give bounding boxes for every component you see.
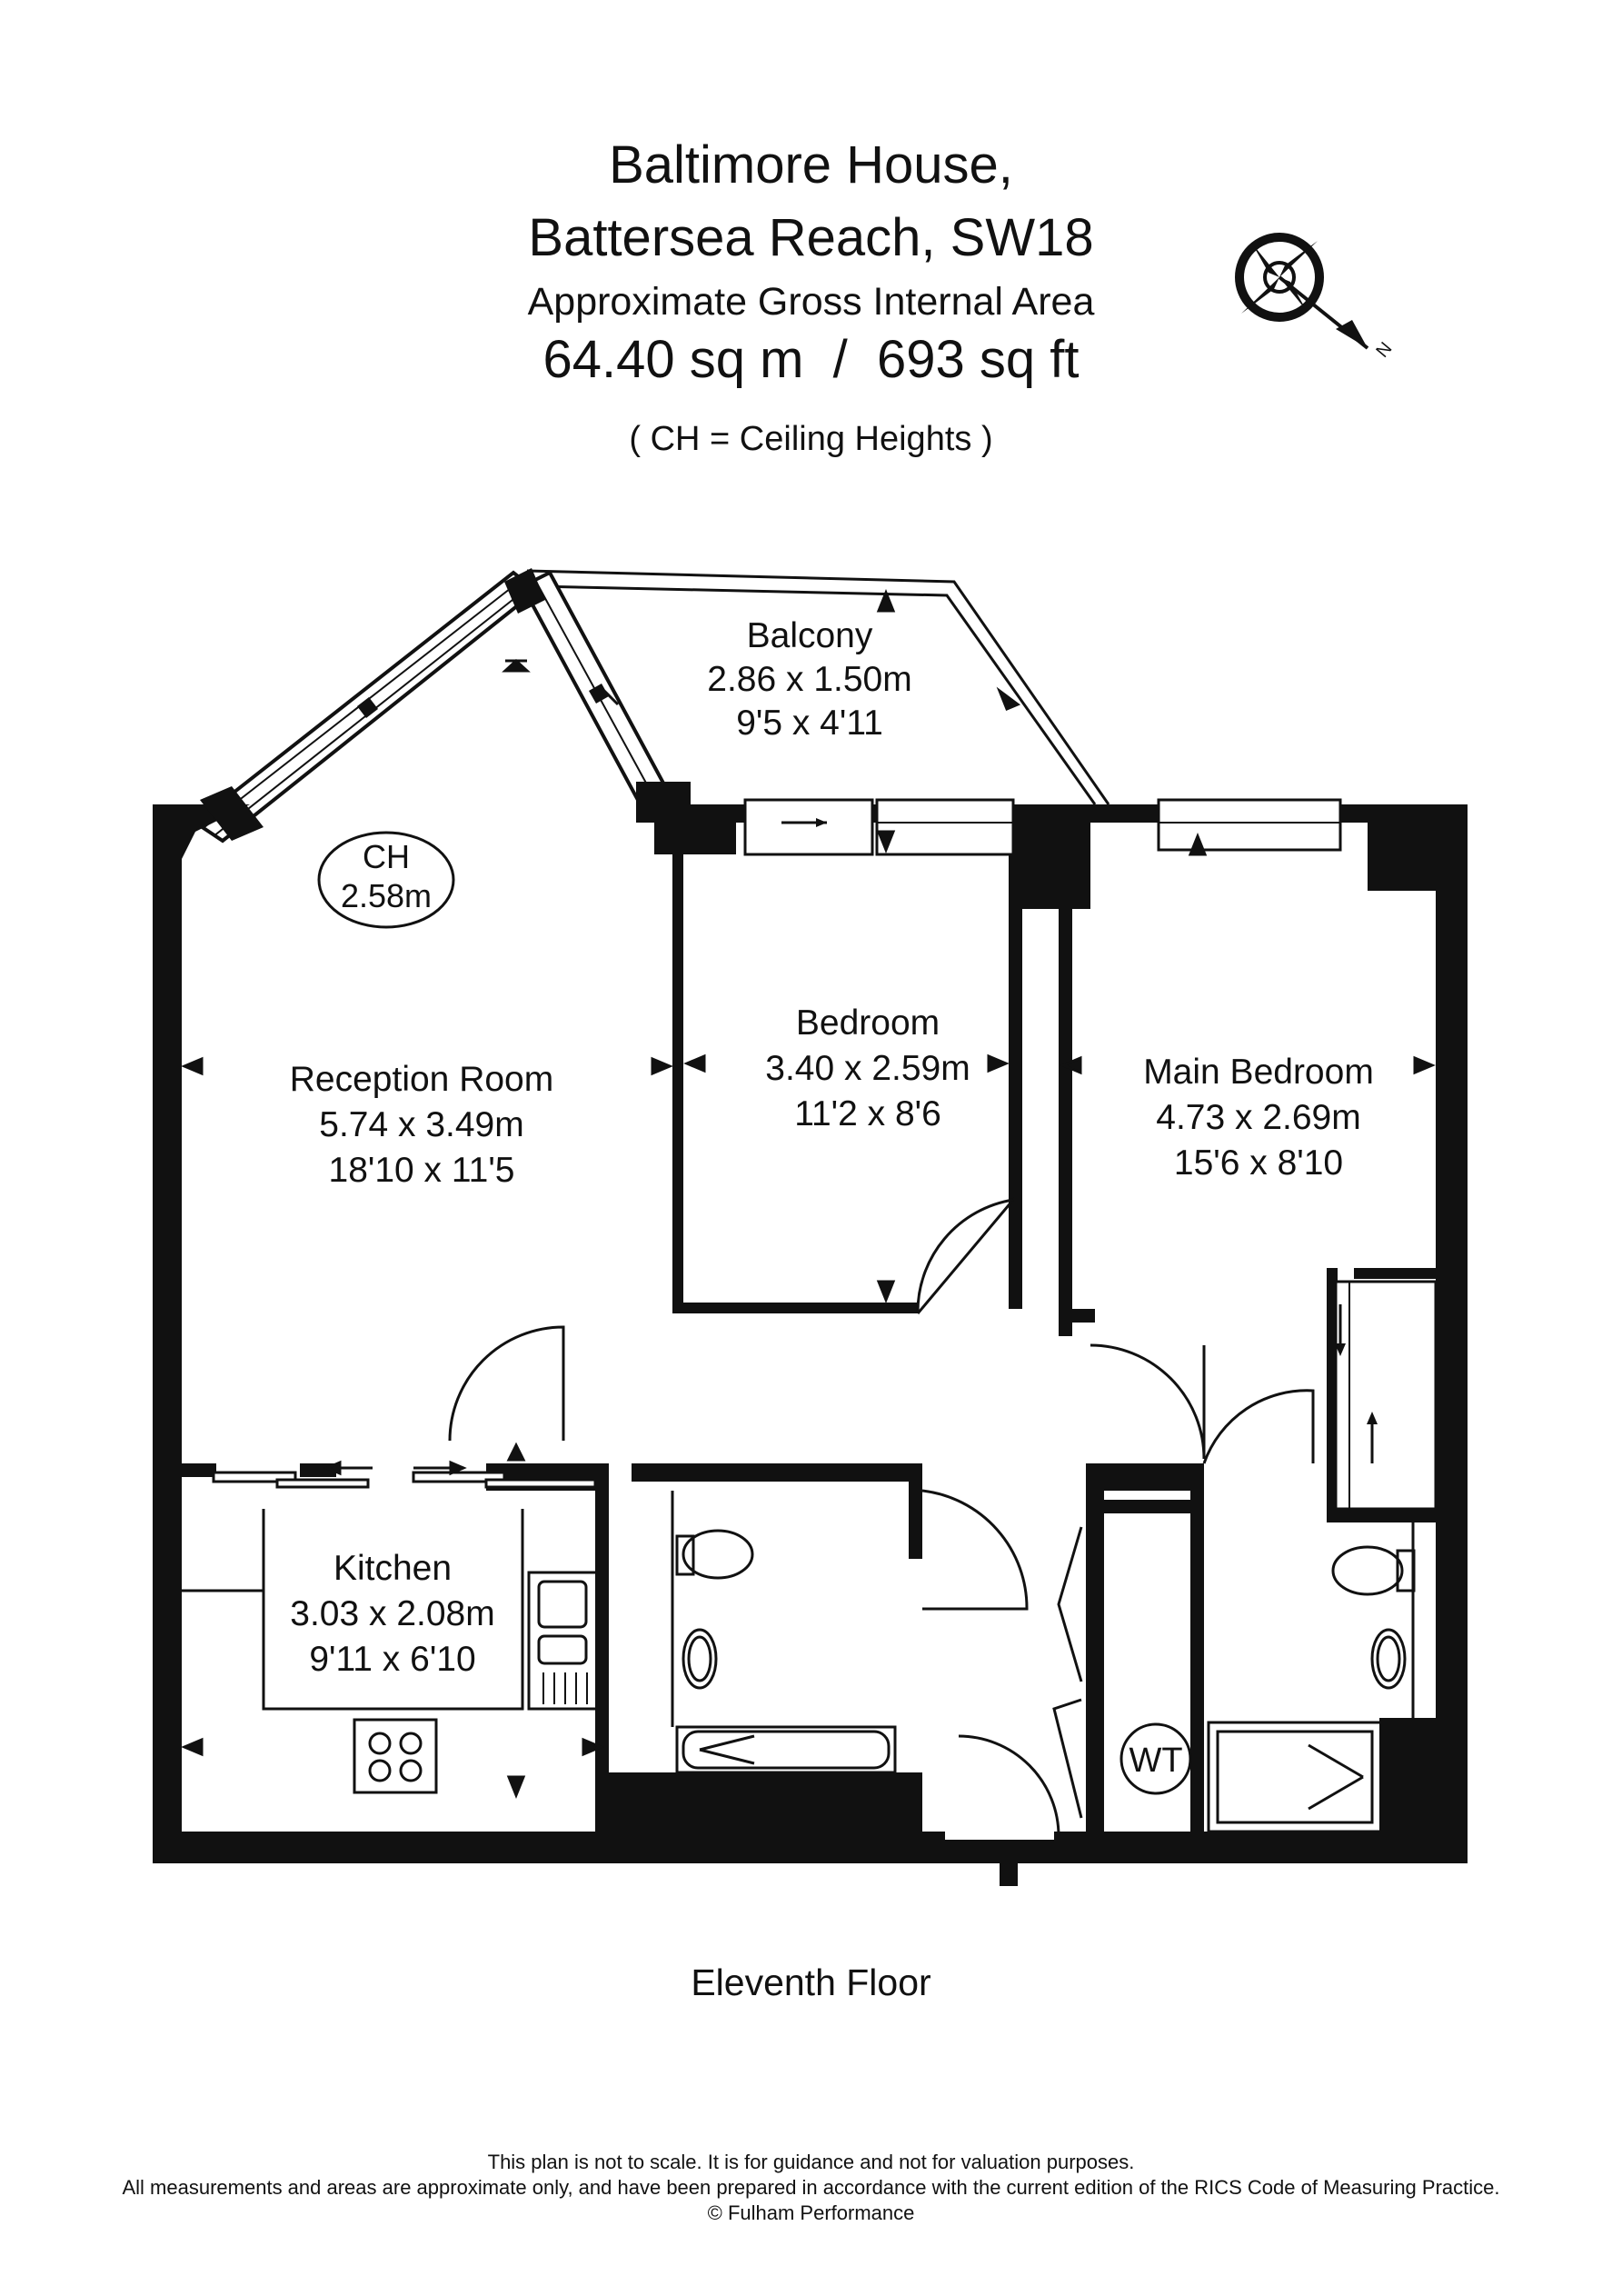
area-value: 64.40 sq m / 693 sq ft (542, 330, 1080, 389)
sink-drainer (542, 1672, 588, 1704)
copyright: © Fulham Performance (707, 2201, 915, 2224)
disclaimer-line-2: All measurements and areas are approxima… (122, 2176, 1500, 2199)
svg-text:11'2 x 8'6: 11'2 x 8'6 (794, 1094, 941, 1133)
svg-text:Balcony: Balcony (747, 616, 873, 655)
slide-arrows (323, 1460, 467, 1476)
svg-text:9'11 x 6'10: 9'11 x 6'10 (309, 1640, 475, 1679)
property-location: Battersea Reach, SW18 (528, 208, 1094, 267)
water-tank-icon (1119, 1722, 1192, 1795)
bay-window (192, 570, 675, 844)
compass-icon: N (1235, 233, 1396, 362)
water-tank-label: WT (1129, 1742, 1182, 1780)
exterior-walls (153, 568, 1468, 1863)
balcony-outline (526, 569, 1110, 805)
floor-name: Eleventh Floor (691, 1962, 931, 2003)
interior-walls (153, 854, 1436, 1836)
ceiling-height-badge (317, 831, 455, 929)
ceiling-height-note: ( CH = Ceiling Heights ) (629, 420, 993, 458)
entrance-door (945, 1829, 1054, 1840)
bathroom-fittings (671, 1491, 897, 1774)
svg-text:Main Bedroom: Main Bedroom (1143, 1053, 1374, 1092)
svg-text:18'10 x 11'5: 18'10 x 11'5 (329, 1151, 515, 1190)
property-name: Baltimore House, (609, 135, 1013, 195)
sliding-doors (212, 1471, 597, 1489)
main-bedroom-label: Main Bedroom 4.73 x 2.69m 15'6 x 8'10 (1143, 1053, 1374, 1183)
wardrobe (1334, 1280, 1438, 1511)
svg-text:5.74 x 3.49m: 5.74 x 3.49m (319, 1105, 523, 1144)
svg-text:Reception Room: Reception Room (290, 1060, 553, 1099)
ensuite-fittings (1207, 1522, 1416, 1833)
dimension-arrows (181, 588, 1436, 1800)
compass-letter: N (1372, 339, 1396, 362)
svg-text:9'5 x 4'11: 9'5 x 4'11 (736, 704, 883, 743)
svg-text:Bedroom: Bedroom (796, 1003, 940, 1043)
balcony-label: Balcony 2.86 x 1.50m 9'5 x 4'11 (707, 616, 911, 743)
top-windows (743, 798, 1342, 856)
ceiling-height-value: 2.58m (341, 877, 432, 914)
svg-text:Kitchen: Kitchen (333, 1549, 452, 1588)
ceiling-height-label: CH (363, 838, 410, 875)
kitchen-fittings (182, 1509, 599, 1794)
svg-text:4.73 x 2.69m: 4.73 x 2.69m (1156, 1098, 1360, 1137)
disclaimer-line-1: This plan is not to scale. It is for gui… (487, 2151, 1135, 2173)
closet-doors (1052, 1526, 1083, 1819)
reception-room-label: Reception Room 5.74 x 3.49m 18'10 x 11'5 (290, 1060, 553, 1190)
door-swings (448, 1195, 1315, 1838)
kitchen-label: Kitchen 3.03 x 2.08m 9'11 x 6'10 (290, 1549, 494, 1679)
bedroom-label: Bedroom 3.40 x 2.59m 11'2 x 8'6 (765, 1003, 970, 1133)
svg-text:3.40 x 2.59m: 3.40 x 2.59m (765, 1049, 970, 1088)
entrance-arrow-icon (986, 1832, 1031, 1886)
svg-text:3.03 x 2.08m: 3.03 x 2.08m (290, 1594, 494, 1633)
svg-text:2.86 x 1.50m: 2.86 x 1.50m (707, 660, 911, 699)
svg-text:15'6 x 8'10: 15'6 x 8'10 (1174, 1143, 1343, 1183)
area-caption: Approximate Gross Internal Area (527, 280, 1095, 324)
